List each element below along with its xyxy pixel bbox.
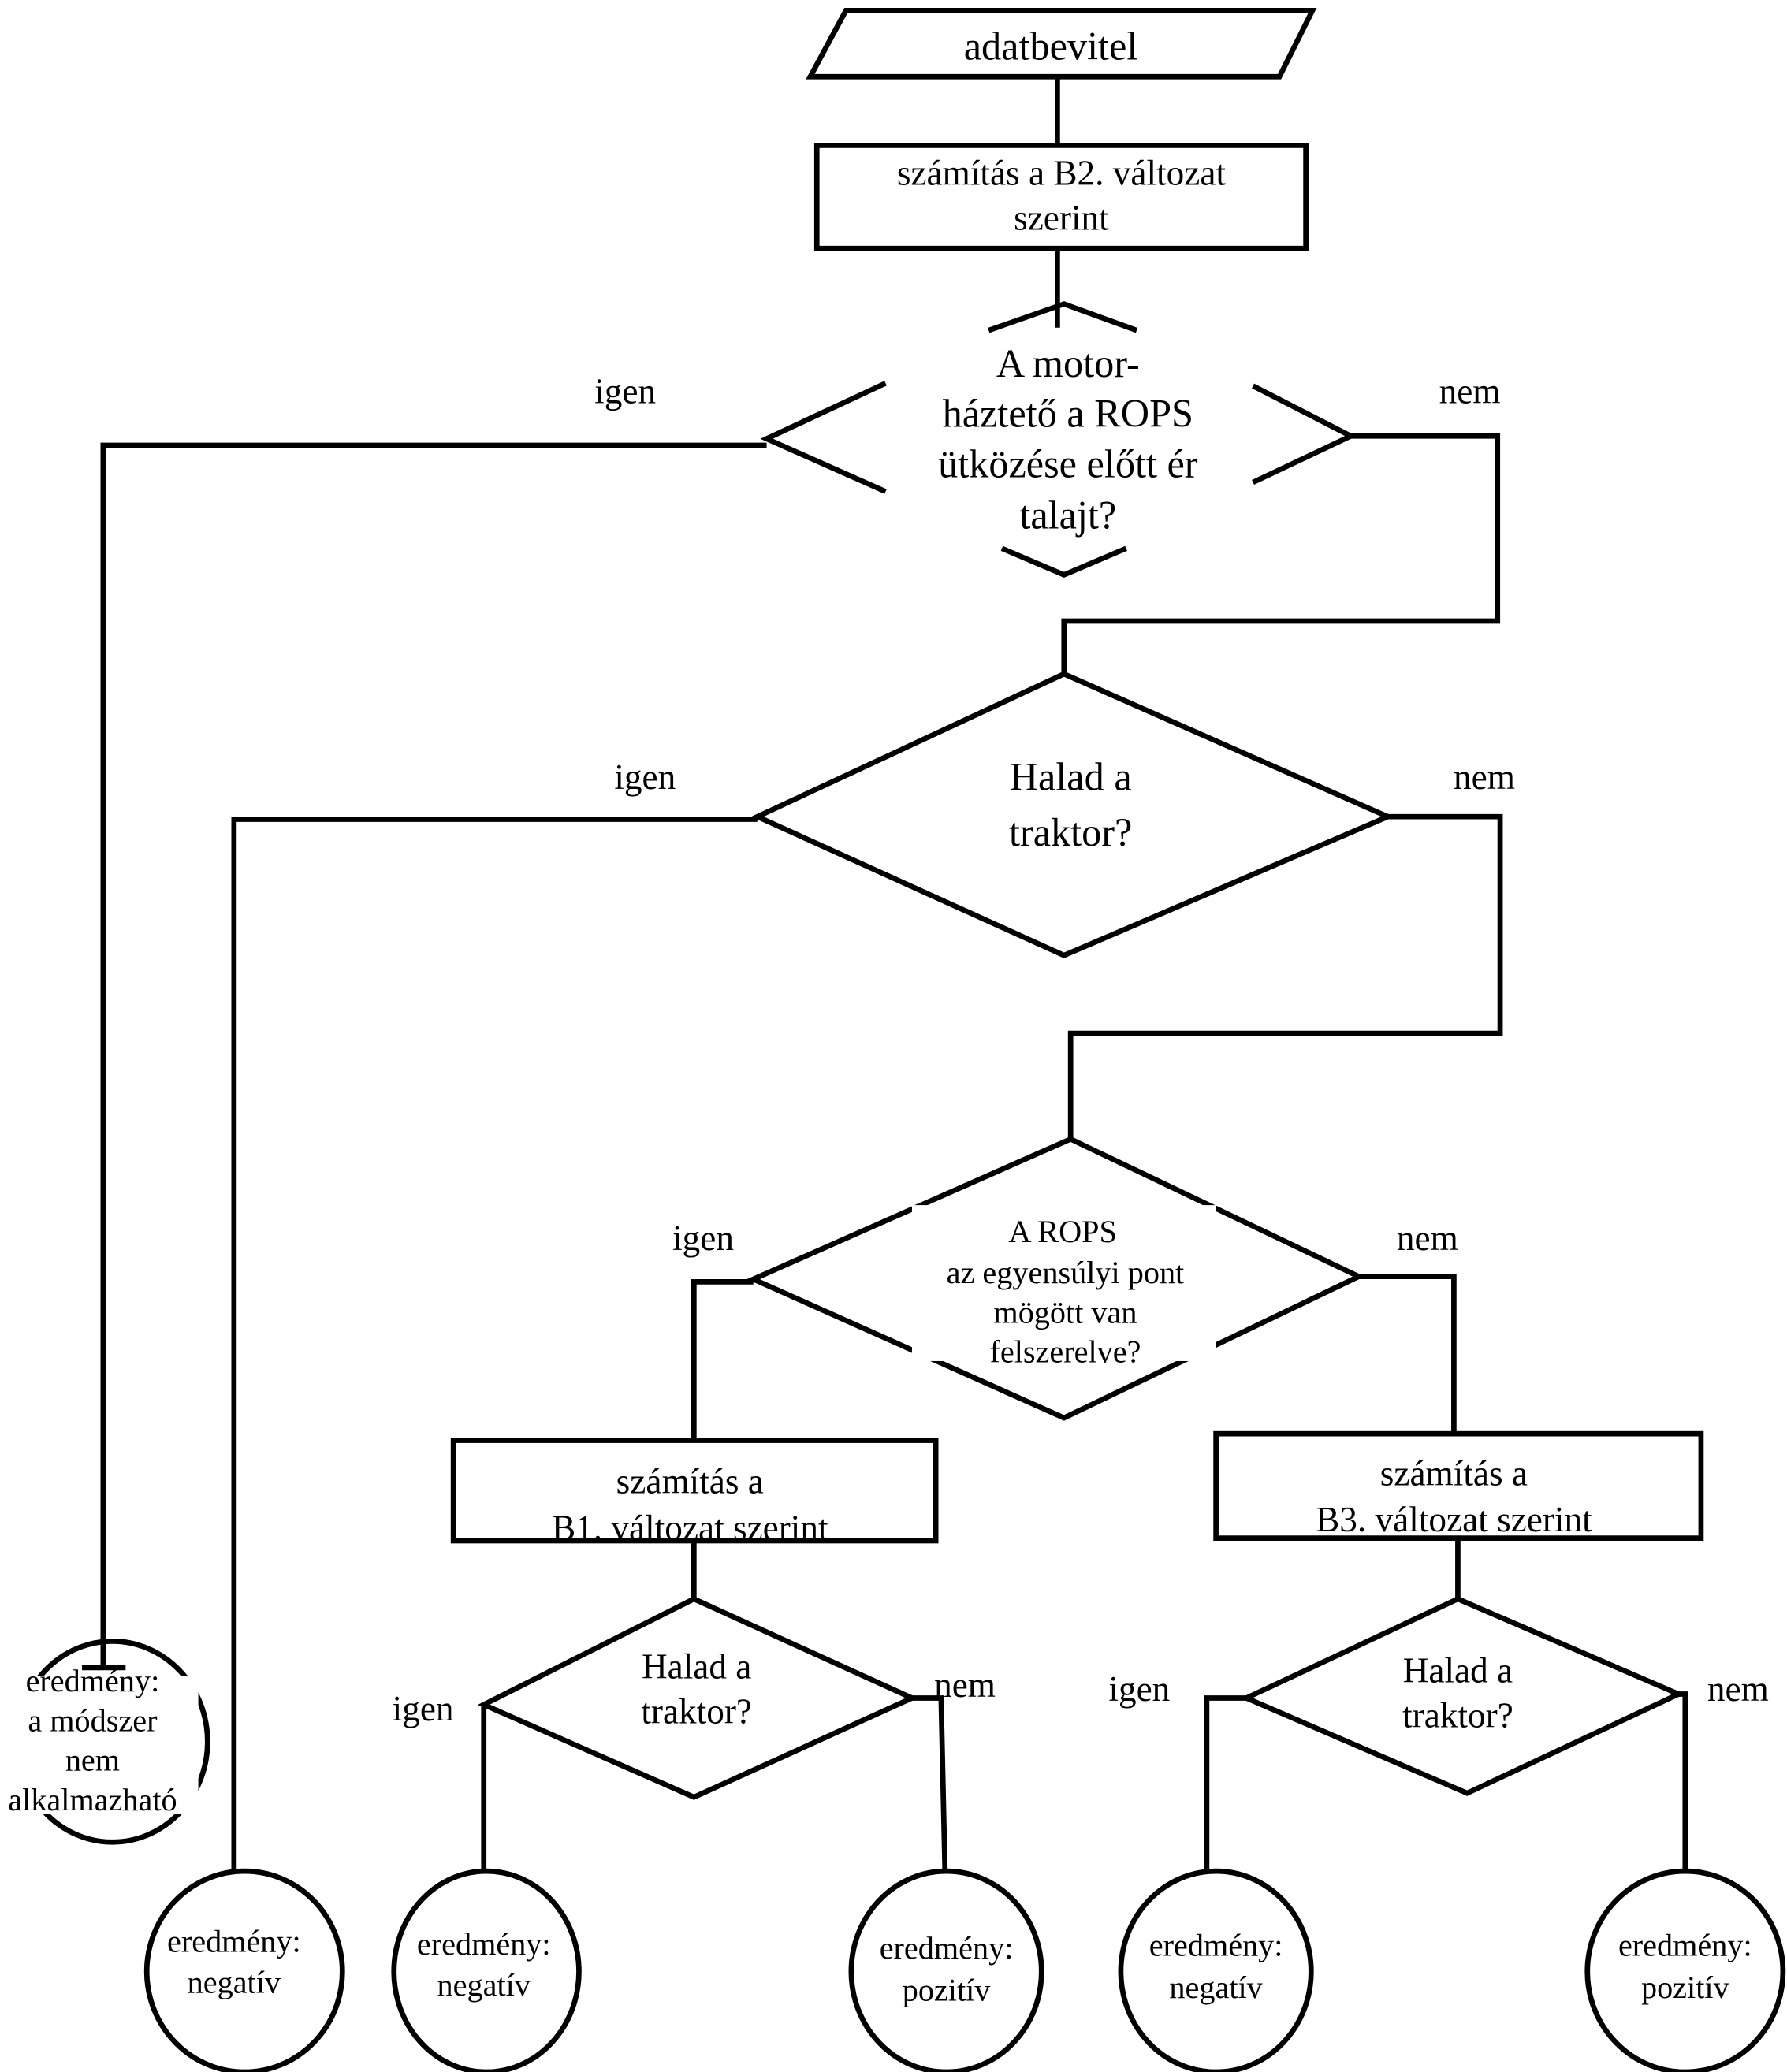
connector bbox=[231, 817, 758, 1874]
connector bbox=[691, 1279, 754, 1441]
connector bbox=[911, 1695, 948, 1874]
decision5-no-label: nem bbox=[1707, 1669, 1769, 1709]
decision3-diamond bbox=[746, 1136, 1365, 1421]
decision5-line: Halad a bbox=[1403, 1650, 1513, 1690]
decision3-line: mögött van bbox=[993, 1294, 1137, 1330]
connector bbox=[1204, 1695, 1247, 1874]
calc-b1-line1: számítás a bbox=[616, 1462, 764, 1501]
calc-b2-line2: szerint bbox=[1014, 199, 1109, 238]
connector bbox=[1061, 433, 1501, 675]
result-text: eredmény: bbox=[1149, 1927, 1283, 1962]
decision4-yes-label: igen bbox=[393, 1689, 454, 1728]
decision2-diamond bbox=[750, 671, 1394, 958]
result-text: eredmény: bbox=[417, 1926, 551, 1962]
connector bbox=[1678, 1691, 1688, 1874]
decision2-yes-label: igen bbox=[614, 757, 676, 797]
decision3-line: az egyensúlyi pont bbox=[947, 1255, 1185, 1290]
result-ellipse bbox=[1118, 1868, 1314, 2072]
decision2-line: Halad a bbox=[1010, 755, 1132, 799]
decision1-line: A motor- bbox=[996, 341, 1140, 385]
calc-b3-line1: számítás a bbox=[1380, 1454, 1528, 1494]
result-ellipse bbox=[391, 1868, 582, 2072]
result-text: nem bbox=[65, 1743, 120, 1778]
decision4-line: traktor? bbox=[641, 1691, 752, 1731]
decision1-no-label: nem bbox=[1439, 371, 1501, 411]
calc-b3-line2: B3. változat szerint bbox=[1316, 1500, 1592, 1539]
connector bbox=[100, 442, 767, 1668]
result-ellipse bbox=[1584, 1868, 1786, 2072]
calc-b1-line2: B1. változat szerint bbox=[552, 1508, 828, 1547]
input-parallelogram bbox=[806, 8, 1317, 80]
result-text: a módszer bbox=[28, 1702, 158, 1738]
decision5-diamond bbox=[1239, 1596, 1685, 1796]
result-text: eredmény: bbox=[167, 1923, 301, 1959]
decision1-line: ütközése előtt ér bbox=[938, 441, 1198, 485]
connector bbox=[1358, 1274, 1457, 1434]
decision5-line: traktor? bbox=[1402, 1695, 1513, 1735]
calc-b2-box bbox=[813, 143, 1309, 251]
decision1-line: háztető a ROPS bbox=[943, 392, 1193, 436]
result-ellipse bbox=[848, 1868, 1044, 2072]
result-text: negatív bbox=[188, 1964, 281, 1999]
decision1-yes-label: igen bbox=[594, 371, 656, 411]
result-text: eredmény: bbox=[26, 1663, 160, 1698]
result-text: eredmény: bbox=[1618, 1927, 1752, 1962]
decision4-line: Halad a bbox=[642, 1646, 751, 1686]
connector bbox=[1067, 813, 1503, 1140]
result-text: negatív bbox=[437, 1967, 531, 2003]
decision3-line: felszerelve? bbox=[989, 1334, 1141, 1370]
result-text: alkalmazható bbox=[8, 1782, 177, 1817]
decision4-diamond bbox=[477, 1596, 919, 1800]
result-text: pozitív bbox=[903, 1972, 992, 2007]
decision3-line: A ROPS bbox=[1008, 1214, 1117, 1249]
calc-b2-line1: számítás a B2. változat bbox=[897, 154, 1227, 193]
decision1-line: talajt? bbox=[1019, 493, 1116, 538]
result-ellipse bbox=[143, 1868, 345, 2072]
input-label: adatbevitel bbox=[964, 24, 1138, 68]
decision5-yes-label: igen bbox=[1108, 1669, 1170, 1709]
decision3-yes-label: igen bbox=[672, 1218, 734, 1258]
decision2-line: traktor? bbox=[1009, 810, 1132, 854]
decision2-no-label: nem bbox=[1454, 757, 1515, 797]
result-text: pozitív bbox=[1641, 1970, 1730, 2005]
decision4-no-label: nem bbox=[934, 1665, 996, 1705]
decision3-no-label: nem bbox=[1397, 1218, 1458, 1258]
result-text: eredmény: bbox=[880, 1930, 1014, 1966]
result-text: negatív bbox=[1169, 1970, 1263, 2005]
